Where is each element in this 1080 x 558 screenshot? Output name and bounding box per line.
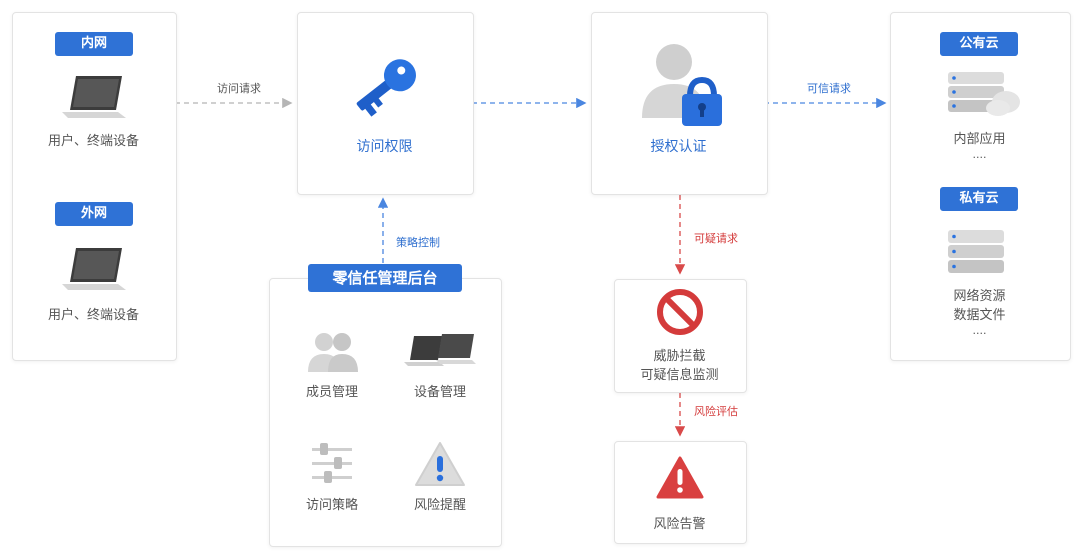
network-resources-label: 网络资源	[953, 289, 1006, 304]
authorization-label: 授权认证	[650, 139, 707, 155]
device-management-label: 设备管理	[413, 385, 466, 400]
threat-interception-card	[614, 279, 747, 393]
trusted-request-label: 可信请求	[807, 82, 851, 95]
access-policy-label: 访问策略	[305, 498, 358, 513]
access-permission-card	[297, 12, 474, 195]
user-lock-icon	[642, 44, 722, 126]
sliders-icon	[312, 443, 352, 483]
intranet-users-label: 用户、终端设备	[47, 134, 139, 149]
intranet-badge: 内网	[55, 32, 133, 56]
member-management-label: 成员管理	[305, 385, 358, 400]
cloud-card	[890, 12, 1071, 361]
threat-interception-label: 威胁拦截	[653, 349, 706, 364]
private-cloud-ellipsis: ....	[972, 324, 987, 337]
alert-icon	[656, 456, 704, 499]
admin-backend-title: 零信任管理后台	[308, 264, 462, 292]
prohibited-icon	[657, 289, 703, 335]
policy-control-label: 策略控制	[396, 236, 440, 249]
warning-icon	[415, 442, 465, 486]
laptop-icon	[62, 248, 126, 290]
risk-assessment-label: 风险评估	[694, 405, 738, 418]
data-files-label: 数据文件	[953, 308, 1006, 323]
private-cloud-badge: 私有云	[940, 187, 1018, 211]
internal-apps-label: 内部应用	[953, 132, 1006, 147]
risk-reminder-label: 风险提醒	[413, 498, 466, 513]
public-cloud-ellipsis: ....	[972, 148, 987, 161]
admin-backend-card	[269, 278, 502, 547]
laptop-icon	[62, 76, 126, 118]
suspicious-request-label: 可疑请求	[694, 232, 738, 245]
public-cloud-badge: 公有云	[940, 32, 1018, 56]
server-cloud-icon	[948, 72, 1020, 116]
access-permission-label: 访问权限	[356, 139, 413, 155]
risk-alert-label: 风险告警	[653, 517, 706, 532]
extranet-badge: 外网	[55, 202, 133, 226]
devices-icon	[404, 334, 476, 366]
key-icon	[356, 59, 416, 117]
access-request-label: 访问请求	[217, 82, 261, 95]
users-card	[12, 12, 177, 361]
server-icon	[948, 230, 1004, 273]
extranet-users-label: 用户、终端设备	[47, 308, 139, 323]
suspicious-monitoring-label: 可疑信息监测	[640, 368, 719, 383]
members-icon	[308, 333, 358, 372]
